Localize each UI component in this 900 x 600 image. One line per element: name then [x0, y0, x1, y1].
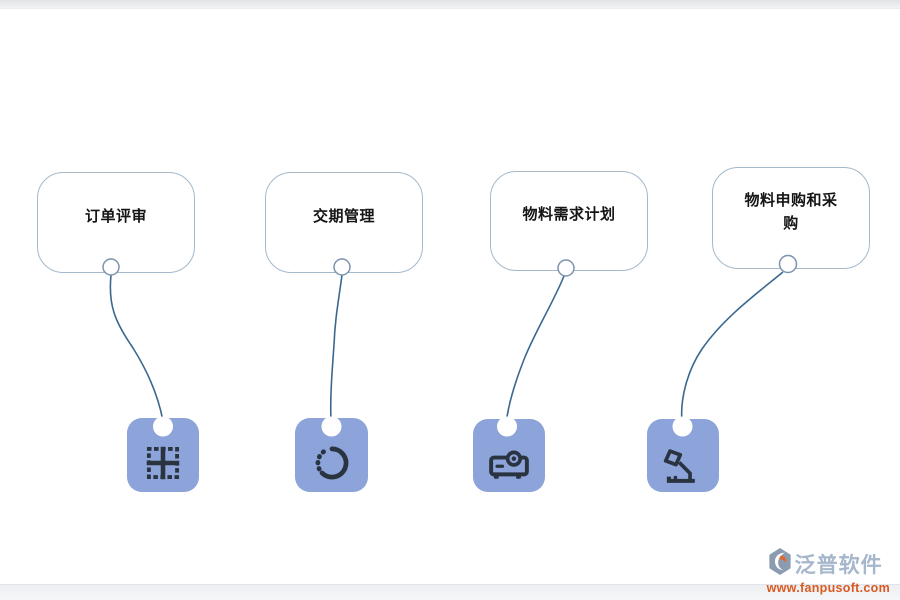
node-label: 物料申购和采购 — [744, 191, 838, 232]
top-gray-bar — [0, 0, 900, 9]
node-order-review: 订单评审 — [37, 172, 195, 273]
projector-icon — [483, 437, 535, 492]
fanpu-logo-icon — [767, 547, 793, 581]
connector-3 — [505, 275, 565, 425]
icon-tile-material-requisition-purchase — [647, 419, 719, 492]
node-label: 物料需求计划 — [522, 206, 616, 224]
watermark: 泛普软件 www.fanpusoft.com — [767, 547, 890, 595]
node-material-requirements-plan: 物料需求计划 — [490, 171, 648, 271]
node-delivery-management: 交期管理 — [265, 172, 423, 273]
connector-1 — [109, 274, 164, 422]
bottom-gray-bar — [0, 584, 900, 600]
icon-tile-delivery-management — [295, 418, 368, 492]
node-label: 订单评审 — [84, 207, 147, 225]
dashed-circle-icon — [306, 437, 358, 492]
desk-lamp-icon — [657, 437, 709, 492]
node-label: 交期管理 — [312, 207, 375, 225]
icon-tile-material-requirements-plan — [473, 419, 545, 492]
grid-borders-icon — [137, 437, 189, 492]
icon-tile-order-review — [127, 418, 199, 492]
node-material-requisition-purchase: 物料申购和采购 — [712, 167, 870, 269]
connector-2 — [329, 274, 343, 422]
watermark-brand-text: 泛普软件 — [794, 554, 883, 577]
connector-4 — [680, 271, 784, 422]
watermark-url-text: www.fanpusoft.com — [766, 581, 890, 595]
